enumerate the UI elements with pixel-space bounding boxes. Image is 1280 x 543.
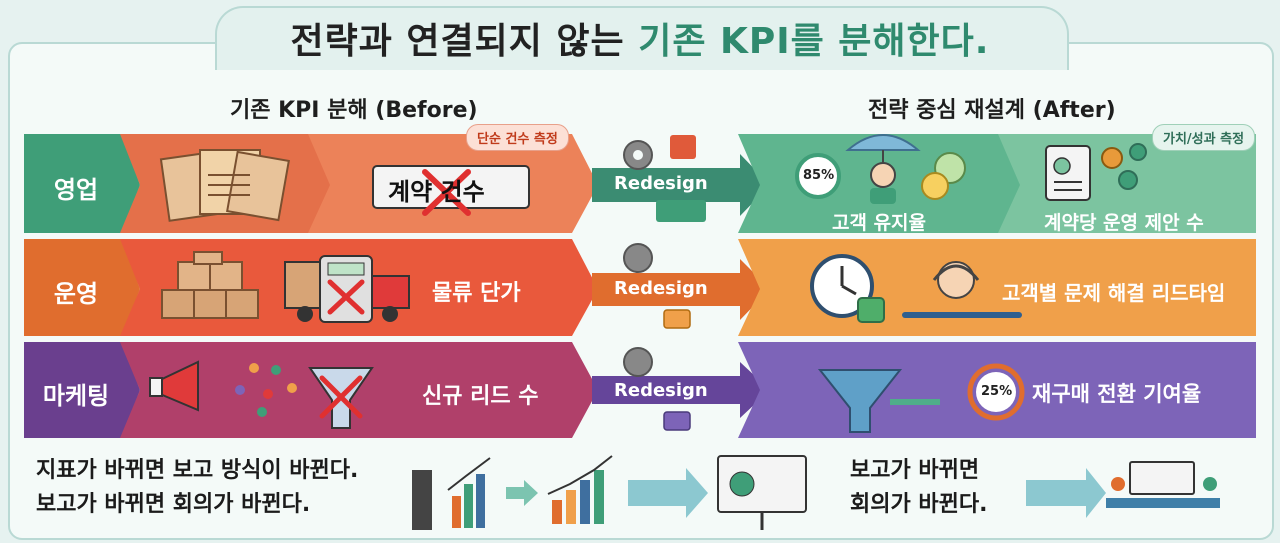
before-header: 기존 KPI 분해 (Before): [230, 98, 478, 123]
gear-icon: [623, 140, 653, 170]
gear-icon-row2: [623, 243, 653, 273]
row1-label-chevron: [24, 134, 140, 233]
redesign-label-sales: Redesign: [614, 173, 708, 194]
bottom-line-3: 보고가 바뀌면: [850, 458, 980, 483]
bar-chart-icon: [412, 457, 491, 530]
cross-icon-row1: [422, 169, 471, 216]
row2-redesign-arrow: [592, 259, 770, 320]
row3-before-chevron: [120, 342, 598, 438]
clock-icon: [810, 254, 885, 323]
headset-agent-icon: [902, 261, 1022, 318]
old-kpi-operations: 물류 단가: [432, 281, 521, 306]
boxes-icon: [161, 251, 259, 319]
bottom-arrow-3: [1026, 468, 1106, 518]
row-label-operations: 운영: [53, 280, 99, 308]
meeting-icon: [1106, 461, 1220, 508]
umbrella-person-icon: [845, 134, 921, 204]
funnel-icon: [308, 367, 374, 429]
bottom-caption-right: 보고가 바뀌면 회의가 바뀐다.: [850, 454, 987, 522]
clipboard-chart-icon: [1045, 145, 1091, 201]
smiley-icon: [921, 152, 966, 200]
bottom-arrow-2: [628, 468, 708, 518]
percent-badge-85: [795, 153, 841, 199]
badge-85: 85%: [803, 168, 835, 183]
page-title: 전략과 연결되지 않는 기존 KPI를 분해한다.: [290, 21, 990, 62]
row3-label-chevron: [24, 342, 140, 438]
puzzle-icon: [656, 135, 706, 222]
bottom-line-1: 지표가 바뀌면 보고 방식이 바뀐다.: [36, 458, 359, 483]
new-kpi-retention: 고객 유지율: [832, 212, 927, 234]
badge-25: 25%: [981, 384, 1013, 399]
people-icon: [235, 363, 297, 417]
old-kpi-sales: 계약 건수: [388, 178, 485, 206]
after-tag: 가치/성과 측정: [1152, 124, 1256, 151]
bottom-caption-left: 지표가 바뀌면 보고 방식이 바뀐다. 보고가 바뀌면 회의가 바뀐다.: [36, 454, 358, 522]
document-stack-icon: [159, 149, 290, 222]
redesign-label-operations: Redesign: [614, 278, 708, 299]
gears-icon: [1101, 143, 1147, 190]
calculator-icon: [319, 255, 373, 323]
puzzle-icon-row3: [663, 411, 691, 431]
bottom-line-4: 회의가 바뀐다.: [850, 492, 988, 517]
new-kpi-proposals: 계약당 운영 제안 수: [1044, 212, 1204, 234]
before-tag: 단순 건수 측정: [466, 124, 569, 151]
bottom-line-2: 보고가 바뀌면 회의가 바뀐다.: [36, 492, 311, 517]
row2-label-chevron: [24, 239, 140, 336]
loop-arrow-icon: [890, 363, 1025, 421]
row-label-sales: 영업: [53, 176, 99, 204]
new-kpi-repurchase: 재구매 전환 기여율: [1032, 382, 1202, 406]
title-tab: [215, 6, 1069, 70]
bottom-arrow-1: [506, 480, 538, 506]
new-kpi-leadtime: 고객별 문제 해결 리드타임: [1002, 281, 1226, 305]
puzzle-icon-row2: [663, 309, 691, 329]
bar-chart-icon-2: [547, 455, 613, 524]
presentation-board-icon: [717, 455, 807, 530]
megaphone-icon: [149, 360, 199, 412]
after-header: 전략 중심 재설계 (After): [868, 98, 1116, 123]
gear-icon-row3: [623, 347, 653, 377]
redesign-label-marketing: Redesign: [614, 380, 708, 401]
row-label-marketing: 마케팅: [42, 382, 110, 410]
funnel-icon-after: [817, 369, 903, 433]
old-kpi-marketing: 신규 리드 수: [422, 384, 539, 409]
